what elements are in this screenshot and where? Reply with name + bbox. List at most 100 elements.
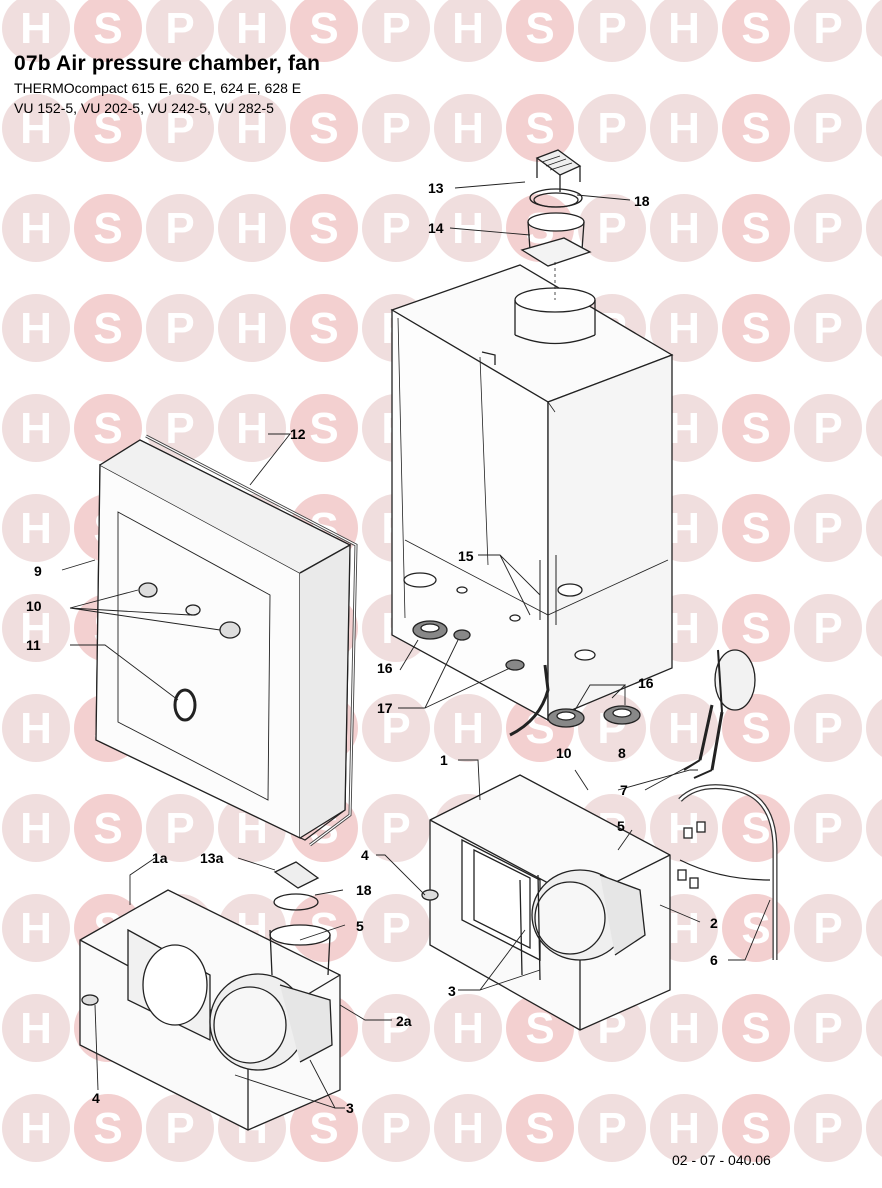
watermark-letter: P — [597, 104, 626, 153]
watermark-letter: H — [20, 1004, 52, 1053]
watermark-letter: S — [741, 904, 770, 953]
watermark-letter: H — [20, 604, 52, 653]
watermark-circle — [146, 794, 214, 862]
watermark-letter: S — [93, 304, 122, 353]
watermark-letter: P — [165, 104, 194, 153]
watermark-circle — [2, 494, 70, 562]
watermark-letter: H — [20, 104, 52, 153]
watermark-circle — [866, 199, 882, 257]
callout-4-right: 4 — [361, 847, 369, 863]
watermark-letter: P — [813, 404, 842, 453]
watermark-letter: P — [597, 1104, 626, 1153]
watermark-letter: H — [668, 704, 700, 753]
watermark-circle — [362, 894, 430, 962]
watermark-letter: S — [93, 404, 122, 453]
watermark-circle — [434, 994, 502, 1062]
watermark-circle — [218, 0, 286, 62]
watermark-letter: H — [20, 904, 52, 953]
watermark-letter: S — [309, 404, 338, 453]
watermark-circle — [578, 194, 646, 262]
leader-lines — [61, 181, 771, 1109]
watermark-letter: P — [381, 4, 410, 53]
watermark-circle — [290, 294, 358, 362]
watermark-letter: H — [452, 1104, 484, 1153]
watermark-circle — [722, 494, 790, 562]
watermark-circle — [218, 294, 286, 362]
watermark-letter: P — [813, 1104, 842, 1153]
watermark-circle — [794, 794, 862, 862]
watermark-letter: H — [668, 604, 700, 653]
watermark-letter: H — [20, 504, 52, 553]
watermark-circle — [506, 0, 574, 62]
watermark-circle — [866, 899, 882, 957]
watermark-circle — [74, 794, 142, 862]
watermark-circle — [794, 894, 862, 962]
callout-16-right: 16 — [638, 675, 654, 691]
watermark-letter: P — [165, 4, 194, 53]
watermark-circle — [866, 399, 882, 457]
callout-3-left: 3 — [346, 1100, 354, 1116]
callout-10-housing: 10 — [556, 745, 572, 761]
watermark-circle — [434, 694, 502, 762]
callout-18: 18 — [634, 193, 650, 209]
watermark-circle — [74, 394, 142, 462]
watermark-circle — [362, 1094, 430, 1162]
watermark-circle — [722, 94, 790, 162]
watermark-letter: H — [668, 4, 700, 53]
watermark-letter: S — [741, 104, 770, 153]
watermark-circle — [794, 494, 862, 562]
watermark-circle — [866, 0, 882, 57]
watermark-letter: S — [525, 104, 554, 153]
watermark-circle — [650, 94, 718, 162]
watermark-circle — [794, 1094, 862, 1162]
watermark-circle — [2, 594, 70, 662]
watermark-letter: S — [93, 4, 122, 53]
watermark-letter: P — [813, 204, 842, 253]
watermark-letter: H — [668, 504, 700, 553]
watermark-circle — [290, 94, 358, 162]
watermark-letter: P — [813, 504, 842, 553]
watermark-letter: P — [813, 804, 842, 853]
watermark-letter: P — [381, 1004, 410, 1053]
watermark-circle — [434, 1094, 502, 1162]
callout-16-left: 16 — [377, 660, 393, 676]
watermark-circle — [722, 1094, 790, 1162]
watermark-circle — [2, 394, 70, 462]
watermark-circle — [794, 594, 862, 662]
watermark-letter: H — [668, 1004, 700, 1053]
watermark-letter: H — [20, 804, 52, 853]
watermark-letter: P — [813, 704, 842, 753]
watermark-circle — [866, 99, 882, 157]
watermark-letter: S — [93, 804, 122, 853]
watermark-letter: P — [813, 1004, 842, 1053]
watermark-circle — [578, 1094, 646, 1162]
watermark-circle — [866, 699, 882, 757]
watermark-circle — [218, 194, 286, 262]
watermark-letter: H — [668, 104, 700, 153]
watermark-circle — [650, 0, 718, 62]
watermark-letter: S — [525, 4, 554, 53]
watermark-circle — [650, 194, 718, 262]
watermark-letter: P — [165, 304, 194, 353]
watermark-circle — [2, 0, 70, 62]
watermark-letter: H — [20, 204, 52, 253]
fan-housing-right — [429, 774, 671, 1031]
callout-3-right: 3 — [448, 983, 456, 999]
watermark-letter: H — [668, 1104, 700, 1153]
spigot-assembly — [520, 149, 592, 300]
watermark-circle — [290, 0, 358, 62]
callout-13a: 13a — [200, 850, 224, 866]
watermark-circle — [866, 499, 882, 557]
watermark-letter: H — [20, 404, 52, 453]
callout-15: 15 — [458, 548, 474, 564]
cover-panel — [95, 434, 358, 847]
diagram-title: 07b Air pressure chamber, fan — [14, 52, 321, 75]
watermark-circle — [146, 0, 214, 62]
watermark-letter: H — [236, 304, 268, 353]
watermark-circle — [2, 894, 70, 962]
watermark-letter: S — [741, 1104, 770, 1153]
callout-5-left: 5 — [356, 918, 364, 934]
watermark-circle — [74, 0, 142, 62]
watermark-circle — [290, 194, 358, 262]
watermark-letter: S — [309, 4, 338, 53]
